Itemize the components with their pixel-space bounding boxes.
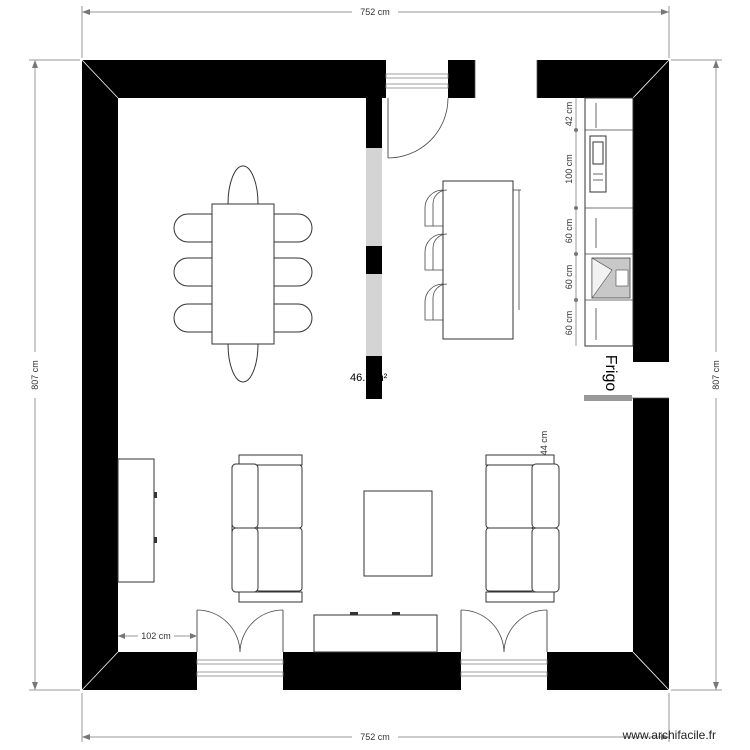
tv-cabinet [117,458,157,583]
bottom-door-right [460,609,548,690]
dining-chairs [173,165,313,383]
bottom-door-left [196,609,284,690]
dim-label-right: 807 cm [711,360,721,390]
top-door-opening [385,60,449,159]
kitchen-dim-5: 60 cm [564,311,574,336]
dimension-top: 752 cm [81,6,670,58]
oven-icon [589,135,607,193]
exterior-walls [81,59,670,691]
right-wall-opening [584,362,669,401]
kitchen-counter [584,97,634,347]
interior-partition [366,80,382,399]
dim-label-bottom: 752 cm [360,732,390,742]
sideboard [313,612,438,653]
wall-gap-label: 102 cm [141,631,171,641]
dim-label-top: 752 cm [360,7,390,17]
kitchen-dimensions: 42 cm 100 cm 60 cm 60 cm 60 cm [564,98,578,346]
kitchen-dim-4: 60 cm [564,265,574,290]
watermark: www.archifacile.fr [622,728,716,742]
area-label: 46. m² [350,372,388,384]
dim-label-left: 807 cm [30,360,40,390]
sofa-depth-label: 44 cm [539,431,549,456]
hob-icon [591,257,631,299]
top-window-opening [474,60,538,98]
dimension-bottom: 752 cm [81,693,670,743]
kitchen-dim-3: 60 cm [564,219,574,244]
sofa-right [485,454,560,603]
dining-table [211,203,275,345]
coffee-table [363,490,433,577]
kitchen-island [424,180,521,340]
kitchen-dim-2: 100 cm [564,154,574,184]
sofa-left [231,454,303,603]
wall-gap-dimension: 102 cm [118,630,197,642]
dimension-right: 807 cm [671,59,722,691]
dimension-left: 807 cm [29,59,80,691]
kitchen-dim-1: 42 cm [564,102,574,127]
fridge-label: Frigo [602,355,619,392]
